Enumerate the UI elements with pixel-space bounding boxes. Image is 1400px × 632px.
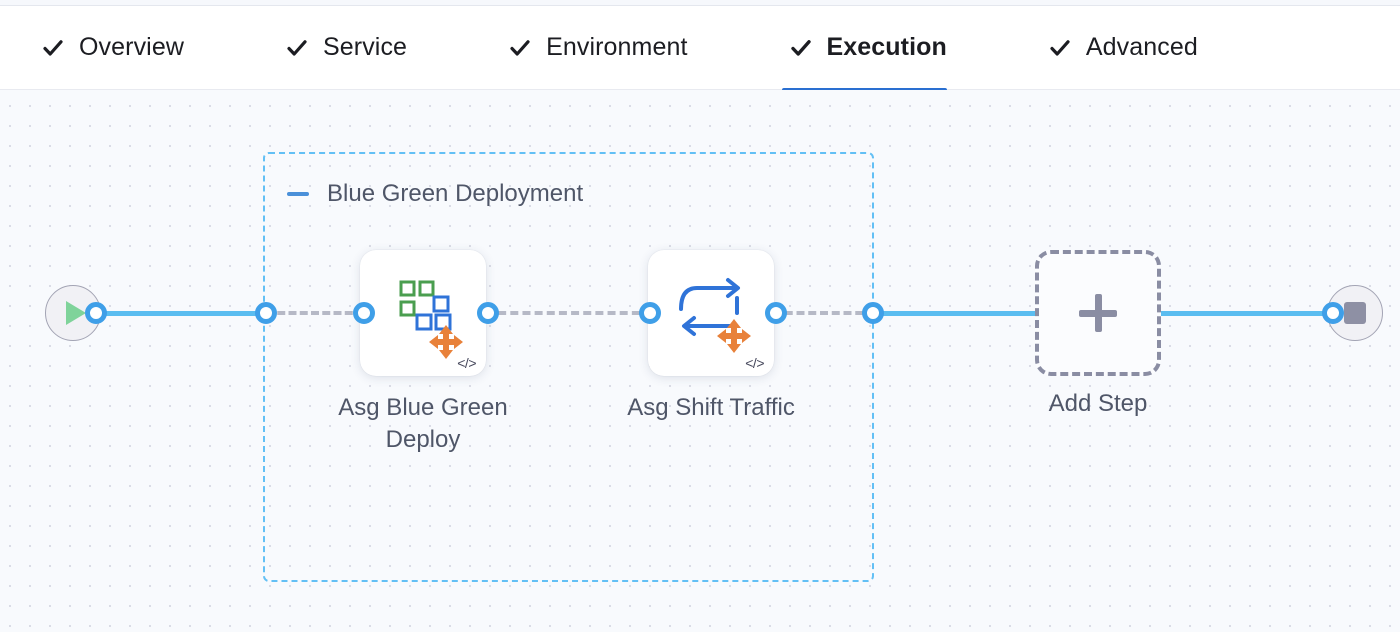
tab-environment[interactable]: Environment (501, 6, 721, 90)
step-node-asg-blue-green-deploy[interactable]: </> (360, 250, 486, 376)
step-label-asg-shift-traffic: Asg Shift Traffic (627, 394, 795, 421)
step-node-asg-shift-traffic[interactable]: </> (648, 250, 774, 376)
connector-step2-to-group-out (773, 311, 875, 315)
check-icon (1049, 37, 1071, 59)
port-group-input[interactable] (255, 302, 277, 324)
port-group-output[interactable] (862, 302, 884, 324)
top-strip (0, 0, 1400, 6)
connector-add-step-to-end (1158, 311, 1334, 316)
port-step1-output[interactable] (477, 302, 499, 324)
port-end-input[interactable] (1322, 302, 1344, 324)
add-step-button[interactable] (1035, 250, 1161, 376)
stage-group-header[interactable]: Blue Green Deployment (287, 180, 583, 208)
plus-icon-vertical (1094, 294, 1102, 332)
tab-advanced[interactable]: Advanced (1041, 6, 1232, 90)
connector-group-to-add-step (872, 311, 1038, 316)
check-icon (509, 37, 531, 59)
minus-icon[interactable] (287, 192, 309, 196)
tab-label: Execution (826, 33, 947, 61)
port-step2-input[interactable] (639, 302, 661, 324)
tab-service[interactable]: Service (278, 6, 441, 90)
connector-group-in-to-step1 (266, 311, 364, 315)
play-icon (66, 301, 86, 325)
active-tab-indicator (781, 87, 947, 92)
tab-label: Environment (546, 33, 688, 61)
add-step-label: Add Step (1048, 390, 1148, 417)
asg-shift-traffic-icon (679, 278, 751, 353)
connector-start-to-group (96, 311, 266, 316)
check-icon (286, 37, 308, 59)
stop-icon (1344, 302, 1366, 324)
port-step2-output[interactable] (765, 302, 787, 324)
tab-label: Service (323, 33, 408, 61)
code-badge-icon: </> (457, 355, 476, 371)
tab-label: Overview (79, 33, 184, 61)
check-icon (42, 37, 64, 59)
code-badge-icon: </> (745, 355, 764, 371)
tab-execution[interactable]: Execution (781, 6, 981, 92)
pipeline-canvas[interactable]: Blue Green Deployment (0, 90, 1400, 632)
tab-label: Advanced (1085, 33, 1198, 61)
pipeline-tab-bar: Overview Service Environment Execution (0, 6, 1400, 92)
check-icon (790, 37, 812, 59)
connector-step1-to-step2 (486, 311, 652, 315)
stage-group-blue-green-deployment[interactable]: Blue Green Deployment (263, 152, 874, 582)
port-start-output[interactable] (85, 302, 107, 324)
asg-blue-green-deploy-icon (399, 280, 463, 359)
step-label-asg-blue-green-deploy: Asg Blue Green Deploy (338, 394, 508, 453)
tab-overview[interactable]: Overview (34, 6, 218, 90)
stage-group-title: Blue Green Deployment (327, 180, 584, 207)
port-step1-input[interactable] (353, 302, 375, 324)
